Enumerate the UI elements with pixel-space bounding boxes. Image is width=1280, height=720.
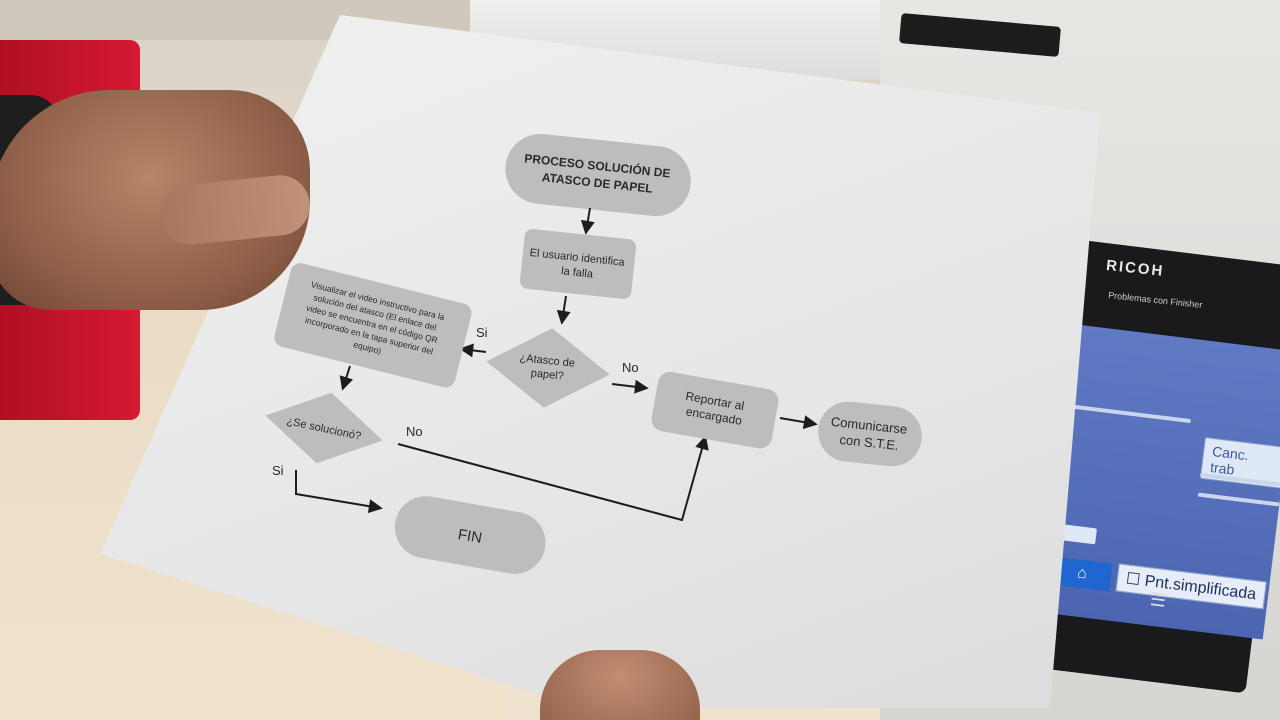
bottom-hand [540, 650, 700, 720]
menu-icon[interactable]: ☰ [1148, 589, 1168, 611]
simplified-checkbox[interactable]: ☐ Pnt.simplificada [1115, 563, 1267, 610]
screen-row [1069, 404, 1192, 424]
screen-row [1197, 492, 1280, 507]
